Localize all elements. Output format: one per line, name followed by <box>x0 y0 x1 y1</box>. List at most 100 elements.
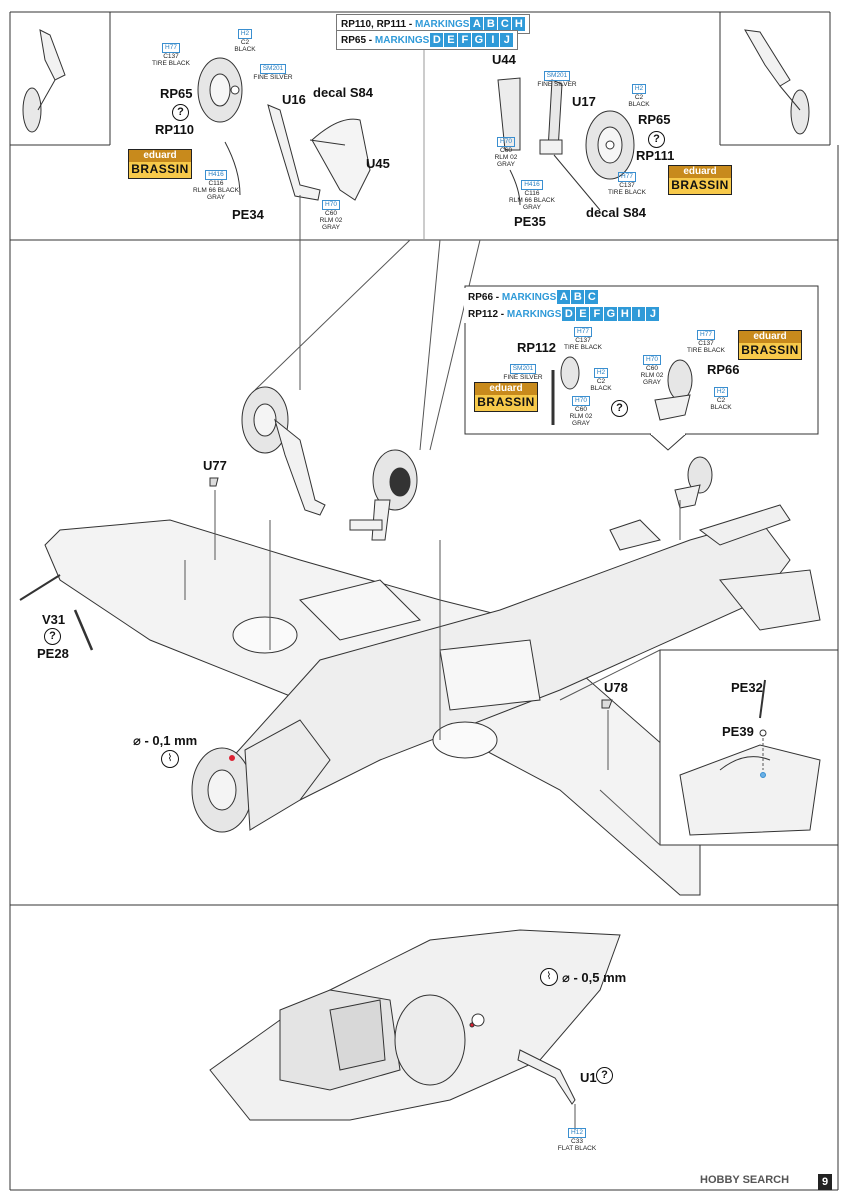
marking-letter: E <box>444 33 458 47</box>
paint-c-code: C2 <box>240 39 250 46</box>
paint-code: H77 <box>574 327 592 337</box>
label-rp112: RP112 <box>517 340 557 355</box>
paint-c-code: C60 <box>646 365 658 372</box>
label-u1: U1 <box>580 1070 597 1085</box>
label-rp65-left: RP65 <box>160 86 193 101</box>
drill-note-2: ⌀ - 0,5 mm <box>562 970 627 985</box>
marking-letter: B <box>484 17 498 31</box>
brassin-logo-top: eduard <box>739 331 801 343</box>
paint-c-code: C60 <box>575 406 587 413</box>
paint-code: H12 <box>568 1128 586 1138</box>
marking-letter: F <box>590 307 604 321</box>
label-rp111: RP111 <box>636 148 675 163</box>
paint-c-code: C2 <box>634 94 644 101</box>
brassin-logo-bottom: BRASSIN <box>671 178 729 192</box>
paint-name: TIRE BLACK <box>608 189 646 196</box>
marking-letter: E <box>576 307 590 321</box>
question-icon: ? <box>44 628 61 645</box>
marking-letter: J <box>500 33 514 47</box>
marking-letter: D <box>562 307 576 321</box>
brassin-logo: eduard BRASSIN <box>128 149 192 179</box>
marking-letter: D <box>430 33 444 47</box>
brassin-logo: eduard BRASSIN <box>668 165 732 195</box>
marking-letter: G <box>472 33 486 47</box>
label-pe35: PE35 <box>514 214 546 229</box>
paint-code: H70 <box>322 200 340 210</box>
paint-code: H70 <box>643 355 661 365</box>
paint-name: BLACK <box>590 385 612 392</box>
marking-letter: B <box>571 290 585 304</box>
paint-callout-sm201: SM201 FINE SILVER <box>534 71 580 88</box>
paint-name: FINE SILVER <box>537 81 577 88</box>
paint-c-code: C60 <box>500 147 512 154</box>
label-decal-s84-left: decal S84 <box>313 85 373 100</box>
paint-callout-h77: H77 C137 TIRE BLACK <box>604 172 650 196</box>
paint-c-code: C60 <box>325 210 337 217</box>
paint-code: H2 <box>237 29 253 39</box>
drill-icon: ⌇ <box>540 968 558 986</box>
paint-code: H416 <box>521 180 543 190</box>
watermark: HOBBY SEARCH <box>700 1174 789 1186</box>
paint-code: SM201 <box>543 71 571 81</box>
marking-letter: A <box>470 17 484 31</box>
paint-callout-h77: H77 C137 TIRE BLACK <box>148 43 194 67</box>
paint-code: H70 <box>572 396 590 406</box>
label-u17: U17 <box>572 94 596 109</box>
paint-c-code: C33 <box>571 1138 583 1145</box>
paint-code: H416 <box>205 170 227 180</box>
label-pe39: PE39 <box>722 724 754 739</box>
marking-letter: A <box>557 290 571 304</box>
paint-code: H70 <box>497 137 515 147</box>
question-icon: ? <box>648 131 665 148</box>
paint-name: FINE SILVER <box>503 374 543 381</box>
marking-letter: C <box>585 290 599 304</box>
paint-c-code: C2 <box>596 378 606 385</box>
paint-c-code: C137 <box>575 337 591 344</box>
label-u78: U78 <box>604 680 628 695</box>
paint-code: SM201 <box>509 364 537 374</box>
paint-code: H2 <box>713 387 729 397</box>
label-u45: U45 <box>366 156 390 171</box>
paint-callout-h70: H70 C60 RLM 02 GRAY <box>315 200 347 231</box>
paint-callout-h12: H12 C33 FLAT BLACK <box>552 1128 602 1152</box>
paint-callout-h416: H416 C116 RLM 66 BLACK GRAY <box>508 180 556 211</box>
paint-code: H77 <box>697 330 715 340</box>
question-icon: ? <box>611 400 628 417</box>
paint-c-code: C116 <box>524 190 540 197</box>
brassin-logo: eduard BRASSIN <box>738 330 802 360</box>
label-pe34: PE34 <box>232 207 264 222</box>
marking-letter: F <box>458 33 472 47</box>
header-prefix: RP66 - <box>468 292 502 303</box>
paint-name: TIRE BLACK <box>687 347 725 354</box>
paint-name: RLM 02 GRAY <box>569 413 593 427</box>
marking-letter: G <box>604 307 618 321</box>
paint-callout-h77: H77 C137 TIRE BLACK <box>560 327 606 351</box>
paint-c-code: C116 <box>208 180 224 187</box>
paint-callout-h77: H77 C137 TIRE BLACK <box>683 330 729 354</box>
paint-name: RLM 02 GRAY <box>319 217 343 231</box>
paint-code: H77 <box>618 172 636 182</box>
paint-name: RLM 66 BLACK GRAY <box>193 187 239 201</box>
label-pe28: PE28 <box>37 646 69 661</box>
paint-callout-h70: H70 C60 RLM 02 GRAY <box>565 396 597 427</box>
header-prefix: RP112 - <box>468 309 507 320</box>
paint-name: RLM 66 BLACK GRAY <box>509 197 555 211</box>
label-u44: U44 <box>492 52 516 67</box>
brassin-logo-top: eduard <box>669 166 731 178</box>
paint-c-code: C137 <box>619 182 635 189</box>
watermark-text: HOBBY SEARCH <box>700 1174 790 1186</box>
label-rp110: RP110 <box>155 122 195 137</box>
brassin-logo-top: eduard <box>475 383 537 395</box>
paint-code: SM201 <box>259 64 287 74</box>
marking-letter: C <box>498 17 512 31</box>
paint-callout-h2: H2 C2 BLACK <box>230 29 260 53</box>
paint-callout-h2: H2 C2 BLACK <box>706 387 736 411</box>
paint-callout-h70: H70 C60 RLM 02 GRAY <box>636 355 668 386</box>
paint-callout-h2: H2 C2 BLACK <box>624 84 654 108</box>
label-u77: U77 <box>203 458 227 473</box>
paint-callout-sm201: SM201 FINE SILVER <box>250 64 296 81</box>
